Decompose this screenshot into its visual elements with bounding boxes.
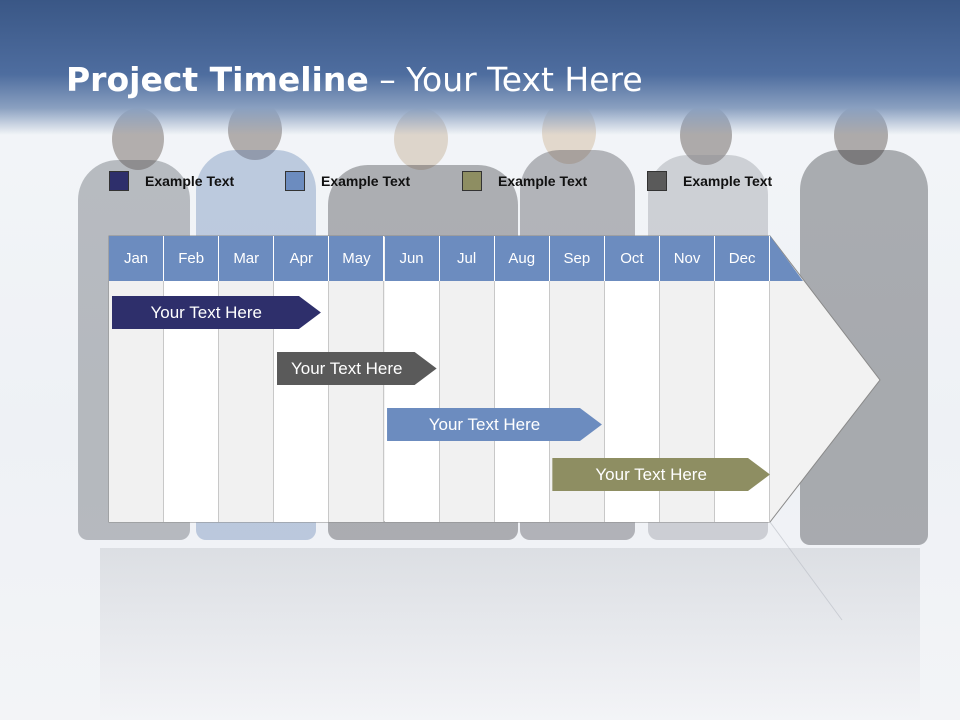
title-rest: – Your Text Here bbox=[368, 60, 643, 99]
legend-label: Example Text bbox=[321, 173, 411, 189]
floor-reflection bbox=[100, 548, 920, 720]
month-header-mar: Mar bbox=[219, 236, 275, 281]
month-header-oct: Oct bbox=[604, 236, 660, 281]
title-band bbox=[0, 0, 960, 135]
legend-label: Example Text bbox=[145, 173, 235, 189]
task-label: Your Text Here bbox=[595, 464, 707, 484]
task-arrow[interactable]: Your Text Here bbox=[112, 296, 321, 329]
legend-item: Example Text bbox=[462, 170, 587, 192]
month-header-feb: Feb bbox=[164, 236, 220, 281]
month-column bbox=[494, 281, 550, 522]
legend-label: Example Text bbox=[498, 173, 588, 189]
month-header-dec: Dec bbox=[715, 236, 771, 281]
month-header-jun: Jun bbox=[384, 236, 440, 281]
month-header-aug: Aug bbox=[494, 236, 550, 281]
legend-item: Example Text bbox=[109, 170, 234, 192]
month-header-nov: Nov bbox=[660, 236, 716, 281]
legend-item: Example Text bbox=[647, 170, 772, 192]
legend-swatch bbox=[285, 171, 305, 191]
task-arrow[interactable]: Your Text Here bbox=[387, 408, 602, 441]
month-header-may: May bbox=[329, 236, 385, 281]
legend-swatch bbox=[647, 171, 667, 191]
legend-label: Example Text bbox=[683, 173, 773, 189]
legend-swatch bbox=[462, 171, 482, 191]
month-column bbox=[329, 281, 385, 522]
legend-swatch bbox=[109, 171, 129, 191]
month-header-jan: Jan bbox=[109, 236, 165, 281]
legend-item: Example Text bbox=[285, 170, 410, 192]
month-header-apr: Apr bbox=[274, 236, 330, 281]
task-label: Your Text Here bbox=[428, 414, 541, 434]
task-label: Your Text Here bbox=[150, 302, 262, 322]
month-column bbox=[439, 281, 495, 522]
reflection-edge bbox=[769, 521, 843, 621]
task-label: Your Text Here bbox=[290, 358, 403, 378]
title-strong: Project Timeline bbox=[66, 60, 369, 99]
month-header-sep: Sep bbox=[549, 236, 605, 281]
timeline-arrow-header-tip bbox=[770, 236, 803, 281]
page-title: Project Timeline – Your Text Here bbox=[66, 60, 643, 99]
task-arrow[interactable]: Your Text Here bbox=[552, 458, 770, 491]
task-arrow[interactable]: Your Text Here bbox=[277, 352, 437, 385]
month-column bbox=[384, 281, 440, 522]
month-header-jul: Jul bbox=[439, 236, 495, 281]
